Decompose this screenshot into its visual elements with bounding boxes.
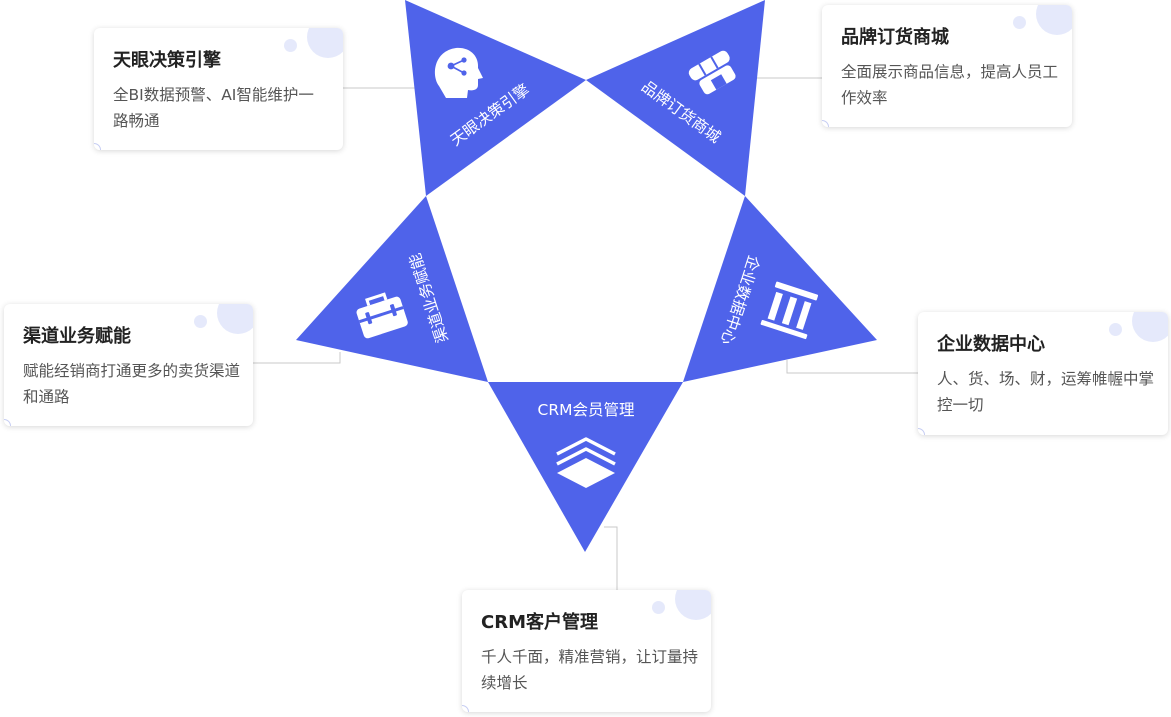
card-kehu[interactable]: CRM客户管理 千人千面，精准营销，让订量持续增长 <box>462 590 711 712</box>
segment-qiye[interactable] <box>683 196 877 382</box>
card-title: 渠道业务赋能 <box>23 326 131 347</box>
decoration-ring <box>4 419 11 426</box>
decoration-ring <box>822 120 829 127</box>
decoration-dot <box>1109 323 1122 336</box>
segment-tianyan[interactable] <box>405 0 586 196</box>
segment-label-crm-member: CRM会员管理 <box>538 401 635 419</box>
card-description: 全BI数据预警、AI智能维护一路畅通 <box>113 86 314 130</box>
card-title: CRM客户管理 <box>481 612 598 633</box>
decoration-circle <box>1036 5 1072 35</box>
card-qiye[interactable]: 企业数据中心 人、货、场、财，运筹帷幄中掌控一切 <box>918 312 1168 435</box>
decoration-dot <box>194 315 207 328</box>
pillars-icon <box>760 281 819 340</box>
connector-lines <box>253 77 918 590</box>
decoration-ring <box>94 143 101 150</box>
shop-icon <box>688 50 736 95</box>
card-title: 企业数据中心 <box>937 334 1045 355</box>
card-title: 品牌订货商城 <box>841 27 949 48</box>
decoration-dot <box>652 601 665 614</box>
decoration-dot <box>284 39 297 52</box>
card-description: 全面展示商品信息，提高人员工作效率 <box>841 63 1059 107</box>
decoration-dot <box>1013 16 1026 29</box>
decoration-ring <box>918 428 925 435</box>
connector-qudao <box>253 352 341 364</box>
card-title: 天眼决策引擎 <box>113 50 221 71</box>
brain-icon <box>434 47 483 99</box>
card-description: 人、货、场、财，运筹帷幄中掌控一切 <box>937 370 1155 414</box>
layers-icon <box>556 437 616 488</box>
card-qudao[interactable]: 渠道业务赋能 赋能经销商打通更多的卖货渠道和通路 <box>4 304 253 426</box>
card-description: 千人千面，精准营销，让订量持续增长 <box>481 648 699 692</box>
connector-qiye <box>786 360 918 374</box>
decoration-ring <box>462 705 469 712</box>
briefcase-icon <box>356 292 408 339</box>
decoration-circle <box>675 590 711 620</box>
card-description: 赋能经销商打通更多的卖货渠道和通路 <box>23 362 241 406</box>
card-pinpai[interactable]: 品牌订货商城 全面展示商品信息，提高人员工作效率 <box>822 5 1072 127</box>
segment-pinpai[interactable] <box>586 0 765 196</box>
connector-kehu <box>604 526 618 590</box>
decoration-circle <box>217 304 253 334</box>
card-tianyan[interactable]: 天眼决策引擎 全BI数据预警、AI智能维护一路畅通 <box>94 28 343 150</box>
decoration-circle <box>1132 312 1168 342</box>
segment-qudao[interactable] <box>296 196 488 382</box>
decoration-circle <box>307 28 343 58</box>
